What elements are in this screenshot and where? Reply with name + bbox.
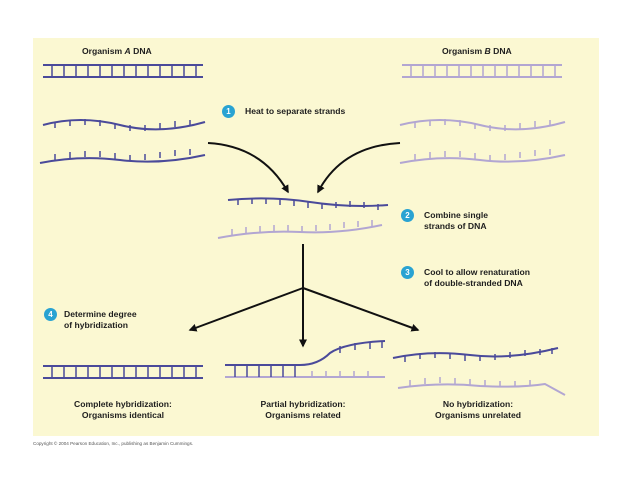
organism-b-label: Organism B DNA [442,46,512,56]
organism-a-double-strand [43,64,203,78]
no-hybrid-dna [392,347,566,396]
step-1-badge: 1 [222,105,235,118]
outcome-partial-caption: Partial hybridization:Organisms related [260,399,346,420]
copyright-notice: Copyright © 2004 Pearson Education, Inc.… [33,441,194,446]
outcome-complete-caption: Complete hybridization:Organisms identic… [74,399,172,420]
diagram-panel [33,38,599,436]
combined-single-strands [217,197,389,239]
arrow-from-organism-b [317,142,401,194]
branching-arrows [188,244,420,348]
step-1-text: Heat to separate strands [245,106,346,116]
organism-b-separated-strands [399,119,566,164]
step-3-badge: 3 [401,266,414,279]
outcome-none-caption: No hybridization:Organisms unrelated [435,399,521,420]
organism-a-separated-strands [39,119,206,164]
arrow-from-organism-a [207,142,289,194]
partial-hybrid-dna [225,340,386,378]
organism-b-double-strand [402,64,562,78]
organism-a-label: Organism A DNA [82,46,152,56]
step-2-badge: 2 [401,209,414,222]
step-4-badge: 4 [44,308,57,321]
complete-hybrid-dna [43,365,203,379]
